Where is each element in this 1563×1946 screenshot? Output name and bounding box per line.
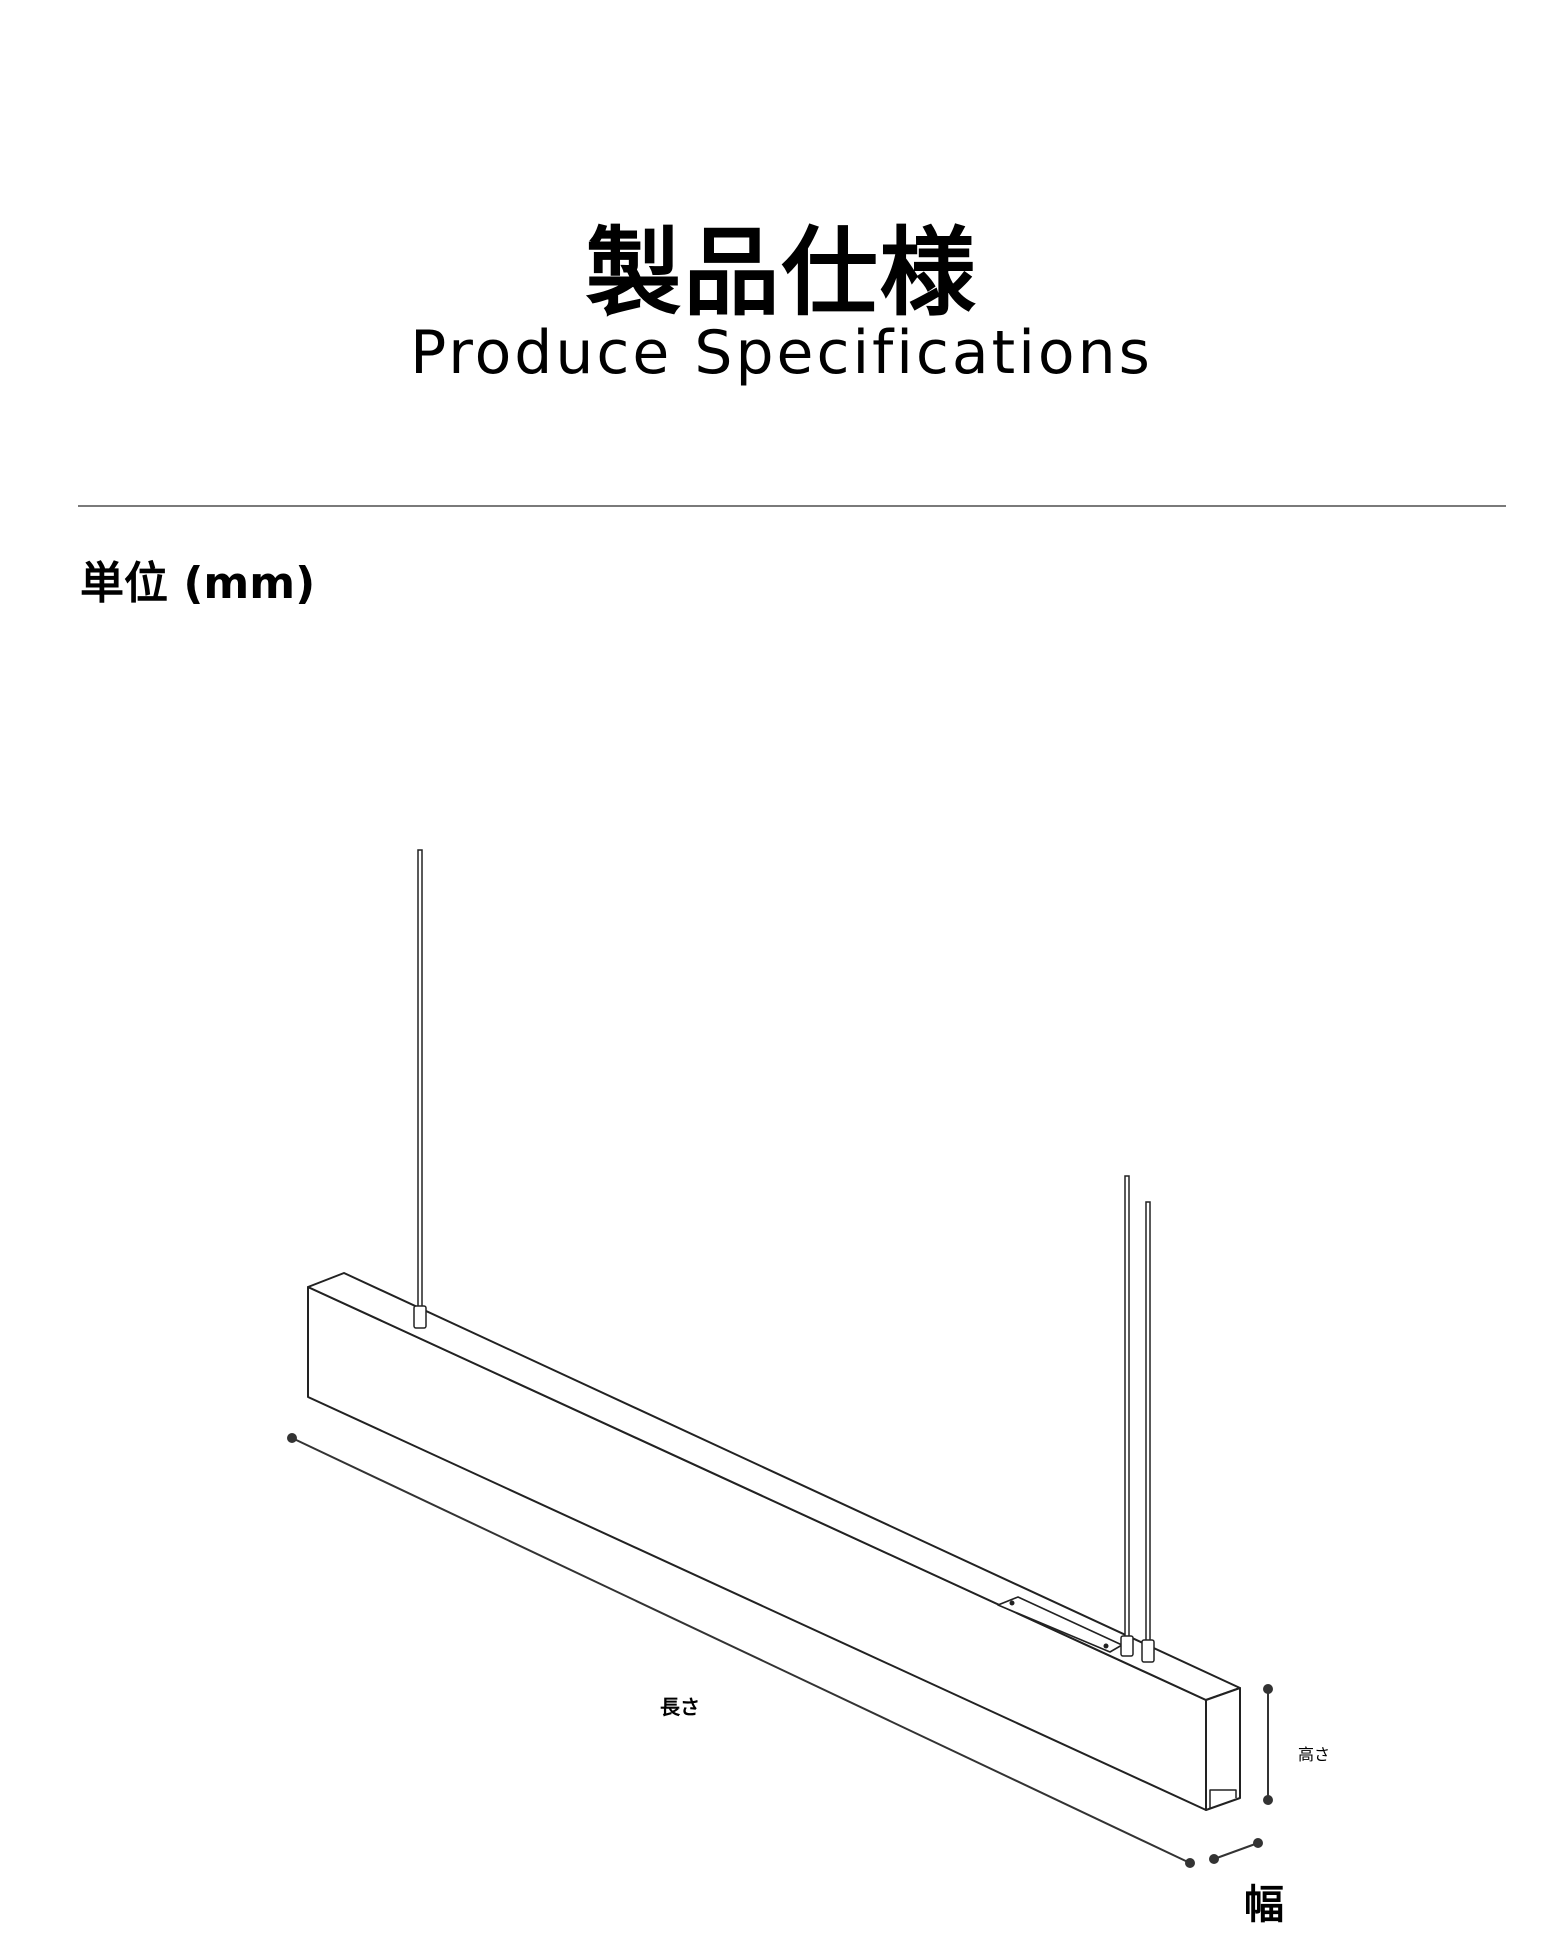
suspension-wires (413, 849, 1155, 1663)
length-dimension-start (287, 1433, 297, 1443)
wire-clamp-right-1 (1120, 1635, 1134, 1657)
length-dimension-line (291, 1437, 1191, 1864)
light-fixture-body (307, 1272, 1241, 1811)
width-dimension-line (1213, 1842, 1259, 1860)
height-dimension-end (1263, 1795, 1273, 1805)
length-dimension-end (1185, 1858, 1195, 1868)
fixture-end-notch (1209, 1789, 1237, 1808)
mounting-plate-screw (1103, 1643, 1109, 1649)
fixture-end-face (1205, 1687, 1241, 1811)
suspension-wire-right-2 (1145, 1201, 1151, 1643)
page-subtitle: Produce Specifications (410, 318, 1153, 388)
divider (78, 505, 1506, 507)
height-dimension-start (1263, 1684, 1273, 1694)
length-label: 長さ (660, 1695, 700, 1719)
fixture-front-face (307, 1286, 1207, 1811)
page-title: 製品仕様 (585, 217, 978, 329)
height-label: 高さ (1298, 1745, 1330, 1764)
width-label: 幅 (1244, 1882, 1284, 1928)
width-dimension-end (1253, 1838, 1263, 1848)
dimension-lines (287, 1433, 1273, 1868)
suspension-wire-right-1 (1124, 1175, 1130, 1639)
wire-clamp-right-2 (1141, 1639, 1155, 1663)
suspension-wire-left (417, 849, 423, 1309)
mounting-plate-screw (1009, 1600, 1015, 1606)
width-dimension-start (1209, 1854, 1219, 1864)
unit-label: 単位 (mm) (80, 558, 316, 609)
wire-clamp-left (413, 1305, 427, 1329)
